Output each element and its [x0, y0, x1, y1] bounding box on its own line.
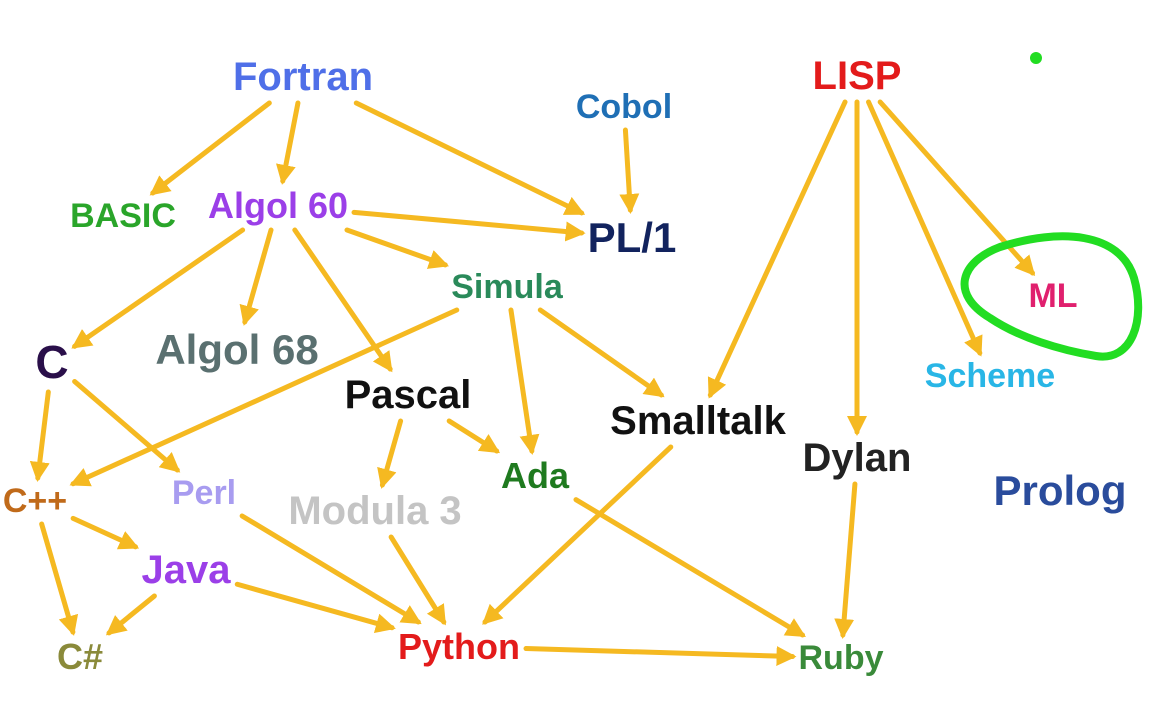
node-c: C [35, 336, 68, 388]
nodes-layer: Fortran Cobol LISP BASIC Algol 60 PL/1 S… [3, 54, 1127, 677]
edge-smalltalk-to-python [482, 444, 674, 625]
edge-lisp-to-scheme [866, 99, 983, 357]
highlight-dot [1030, 52, 1042, 64]
edge-fortran-to-basic [149, 100, 272, 196]
node-ada: Ada [501, 455, 570, 496]
node-java: Java [142, 548, 232, 592]
node-algol60: Algol 60 [208, 185, 348, 226]
node-simula: Simula [451, 268, 564, 306]
edge-simula-to-ada [508, 307, 540, 455]
edge-perl-to-python [239, 513, 422, 625]
edge-algol60-to-simula [344, 227, 450, 269]
node-perl: Perl [172, 474, 236, 512]
node-cobol: Cobol [576, 88, 672, 126]
node-modula3: Modula 3 [288, 489, 461, 533]
edge-dylan-to-ruby [834, 481, 858, 639]
node-scheme: Scheme [925, 357, 1055, 395]
node-ml: ML [1028, 277, 1077, 315]
edge-cpp-to-java [70, 515, 140, 550]
edge-python-to-ruby [523, 646, 797, 667]
edge-fortran-to-algol60 [276, 100, 301, 185]
edge-cpp-to-csharp [39, 521, 79, 636]
node-csharp: C# [57, 636, 103, 677]
node-lisp: LISP [813, 54, 902, 98]
edge-cobol-to-pl1 [619, 127, 640, 214]
edge-ada-to-ruby [573, 497, 806, 638]
edge-lisp-to-smalltalk [707, 99, 848, 399]
node-pascal: Pascal [345, 373, 472, 417]
node-cpp: C++ [3, 482, 67, 520]
node-prolog: Prolog [994, 467, 1127, 514]
edge-algol60-to-c [71, 227, 246, 349]
highlight-circle [960, 232, 1143, 361]
node-python: Python [398, 626, 520, 667]
edge-simula-to-smalltalk [537, 307, 665, 398]
edge-algol60-to-algol68 [239, 227, 274, 326]
edge-pascal-to-modula3 [377, 418, 404, 489]
node-ruby: Ruby [799, 639, 884, 677]
edge-java-to-csharp [105, 593, 157, 636]
node-algol68: Algol 68 [155, 326, 318, 373]
edge-algol60-to-pl1 [351, 209, 586, 242]
edge-c-to-perl [72, 378, 181, 473]
edge-c-to-cpp [29, 389, 51, 482]
node-basic: BASIC [70, 197, 176, 235]
node-dylan: Dylan [803, 436, 912, 480]
edge-pascal-to-ada [446, 418, 501, 454]
edge-java-to-python [234, 581, 396, 634]
node-pl1: PL/1 [588, 214, 677, 261]
node-smalltalk: Smalltalk [610, 399, 786, 443]
edge-simula-to-cpp [69, 307, 460, 487]
edges-layer [29, 99, 1036, 667]
edge-fortran-to-pl1 [353, 100, 586, 216]
edge-modula3-to-python [388, 534, 447, 626]
node-fortran: Fortran [233, 55, 373, 99]
